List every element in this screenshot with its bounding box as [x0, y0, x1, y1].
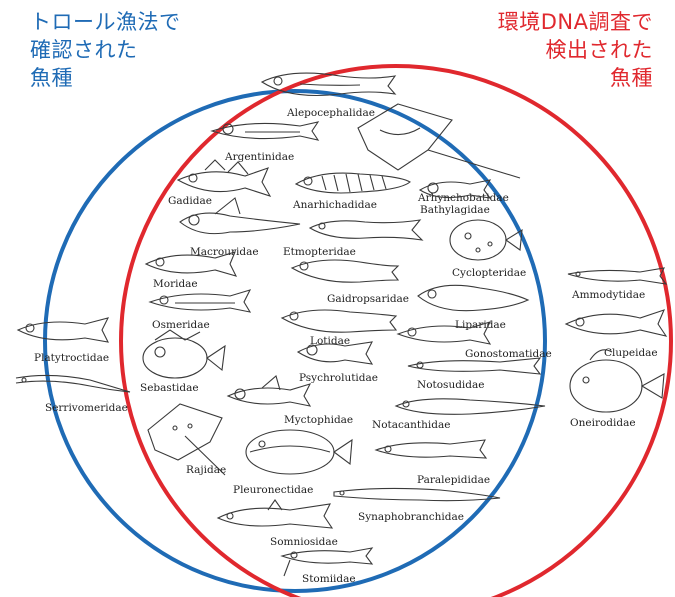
- macrouridae-illustration: [179, 197, 301, 235]
- label-cyclopteridae: Cyclopteridae: [452, 267, 526, 279]
- label-sebastidae: Sebastidae: [140, 382, 199, 394]
- trawl-circle: [43, 89, 547, 593]
- clupeidae-illustration: [564, 309, 668, 337]
- edna-circle: [119, 64, 673, 597]
- label-arhynchobatidae: Arhynchobatidae: [417, 192, 509, 204]
- platytroctidae-illustration: [16, 317, 110, 343]
- label-lotidae: Lotidae: [310, 335, 350, 347]
- label-ammodytidae: Ammodytidae: [571, 289, 645, 301]
- liparidae-illustration: [417, 284, 530, 312]
- anarhichadidae-illustration: [294, 172, 411, 194]
- rajidae-illustration: [147, 403, 226, 476]
- label-argentinidae: Argentinidae: [224, 151, 294, 163]
- label-notacanthidae: Notacanthidae: [372, 419, 450, 431]
- edna-set-title: 環境DNA調査で 検出された 魚種: [497, 10, 653, 91]
- argentinidae-illustration: [210, 121, 320, 141]
- pleuronectidae-illustration: [245, 429, 353, 475]
- label-rajidae: Rajidae: [186, 464, 226, 476]
- osmeridae-illustration: [148, 289, 252, 313]
- label-bathylagidae: Bathylagidae: [420, 204, 490, 216]
- ammodytidae-illustration: [567, 267, 668, 285]
- label-gadidae: Gadidae: [168, 195, 212, 207]
- label-alepocephalidae: Alepocephalidae: [286, 107, 375, 119]
- label-paralepididae: Paralepididae: [417, 474, 490, 486]
- paralepididae-illustration: [374, 439, 488, 459]
- label-psychrolutidae: Psychrolutidae: [299, 372, 378, 384]
- label-notosudidae: Notosudidae: [417, 379, 484, 391]
- label-etmopteridae: Etmopteridae: [283, 246, 356, 258]
- somniosidae-illustration: [216, 499, 334, 529]
- label-anarhichadidae: Anarhichadidae: [292, 199, 377, 211]
- notosudidae-illustration: [407, 357, 542, 375]
- notacanthidae-illustration: [394, 398, 546, 415]
- label-osmeridae: Osmeridae: [152, 319, 210, 331]
- label-gaidropsaridae: Gaidropsaridae: [327, 293, 409, 305]
- label-stomiidae: Stomiidae: [302, 573, 356, 585]
- oneirodidae-illustration: [569, 349, 665, 413]
- stomiidae-illustration: [280, 547, 374, 577]
- synaphobranchidae-illustration: [333, 487, 501, 502]
- label-synaphobranchidae: Synaphobranchidae: [358, 511, 464, 523]
- label-myctophidae: Myctophidae: [284, 414, 353, 426]
- gonostomatidae-illustration: [396, 321, 492, 345]
- psychrolutidae-illustration: [296, 341, 374, 365]
- label-platytroctidae: Platytroctidae: [34, 352, 109, 364]
- alepocephalidae-illustration: [260, 72, 397, 96]
- gaidropsaridae-illustration: [290, 259, 400, 283]
- label-moridae: Moridae: [153, 278, 198, 290]
- gadidae-illustration: [176, 159, 272, 197]
- arhynchobatidae-illustration: [357, 103, 521, 179]
- label-oneirodidae: Oneirodidae: [570, 417, 636, 429]
- label-gonostomatidae: Gonostomatidae: [465, 348, 552, 360]
- cyclopteridae-illustration: [449, 219, 523, 261]
- label-serrivomeridae: Serrivomeridae: [45, 402, 128, 414]
- trawl-set-title: トロール漁法で 確認された 魚種: [30, 10, 181, 91]
- label-somniosidae: Somniosidae: [270, 536, 338, 548]
- label-pleuronectidae: Pleuronectidae: [233, 484, 313, 496]
- myctophidae-illustration: [226, 375, 312, 407]
- label-macrouridae: Macrouridae: [190, 246, 259, 258]
- etmopteridae-illustration: [308, 219, 424, 241]
- lotidae-illustration: [280, 309, 398, 333]
- label-clupeidae: Clupeidae: [604, 347, 658, 359]
- serrivomeridae-illustration: [15, 374, 131, 393]
- bathylagidae-illustration: [418, 179, 492, 199]
- sebastidae-illustration: [142, 329, 226, 379]
- moridae-illustration: [144, 251, 238, 277]
